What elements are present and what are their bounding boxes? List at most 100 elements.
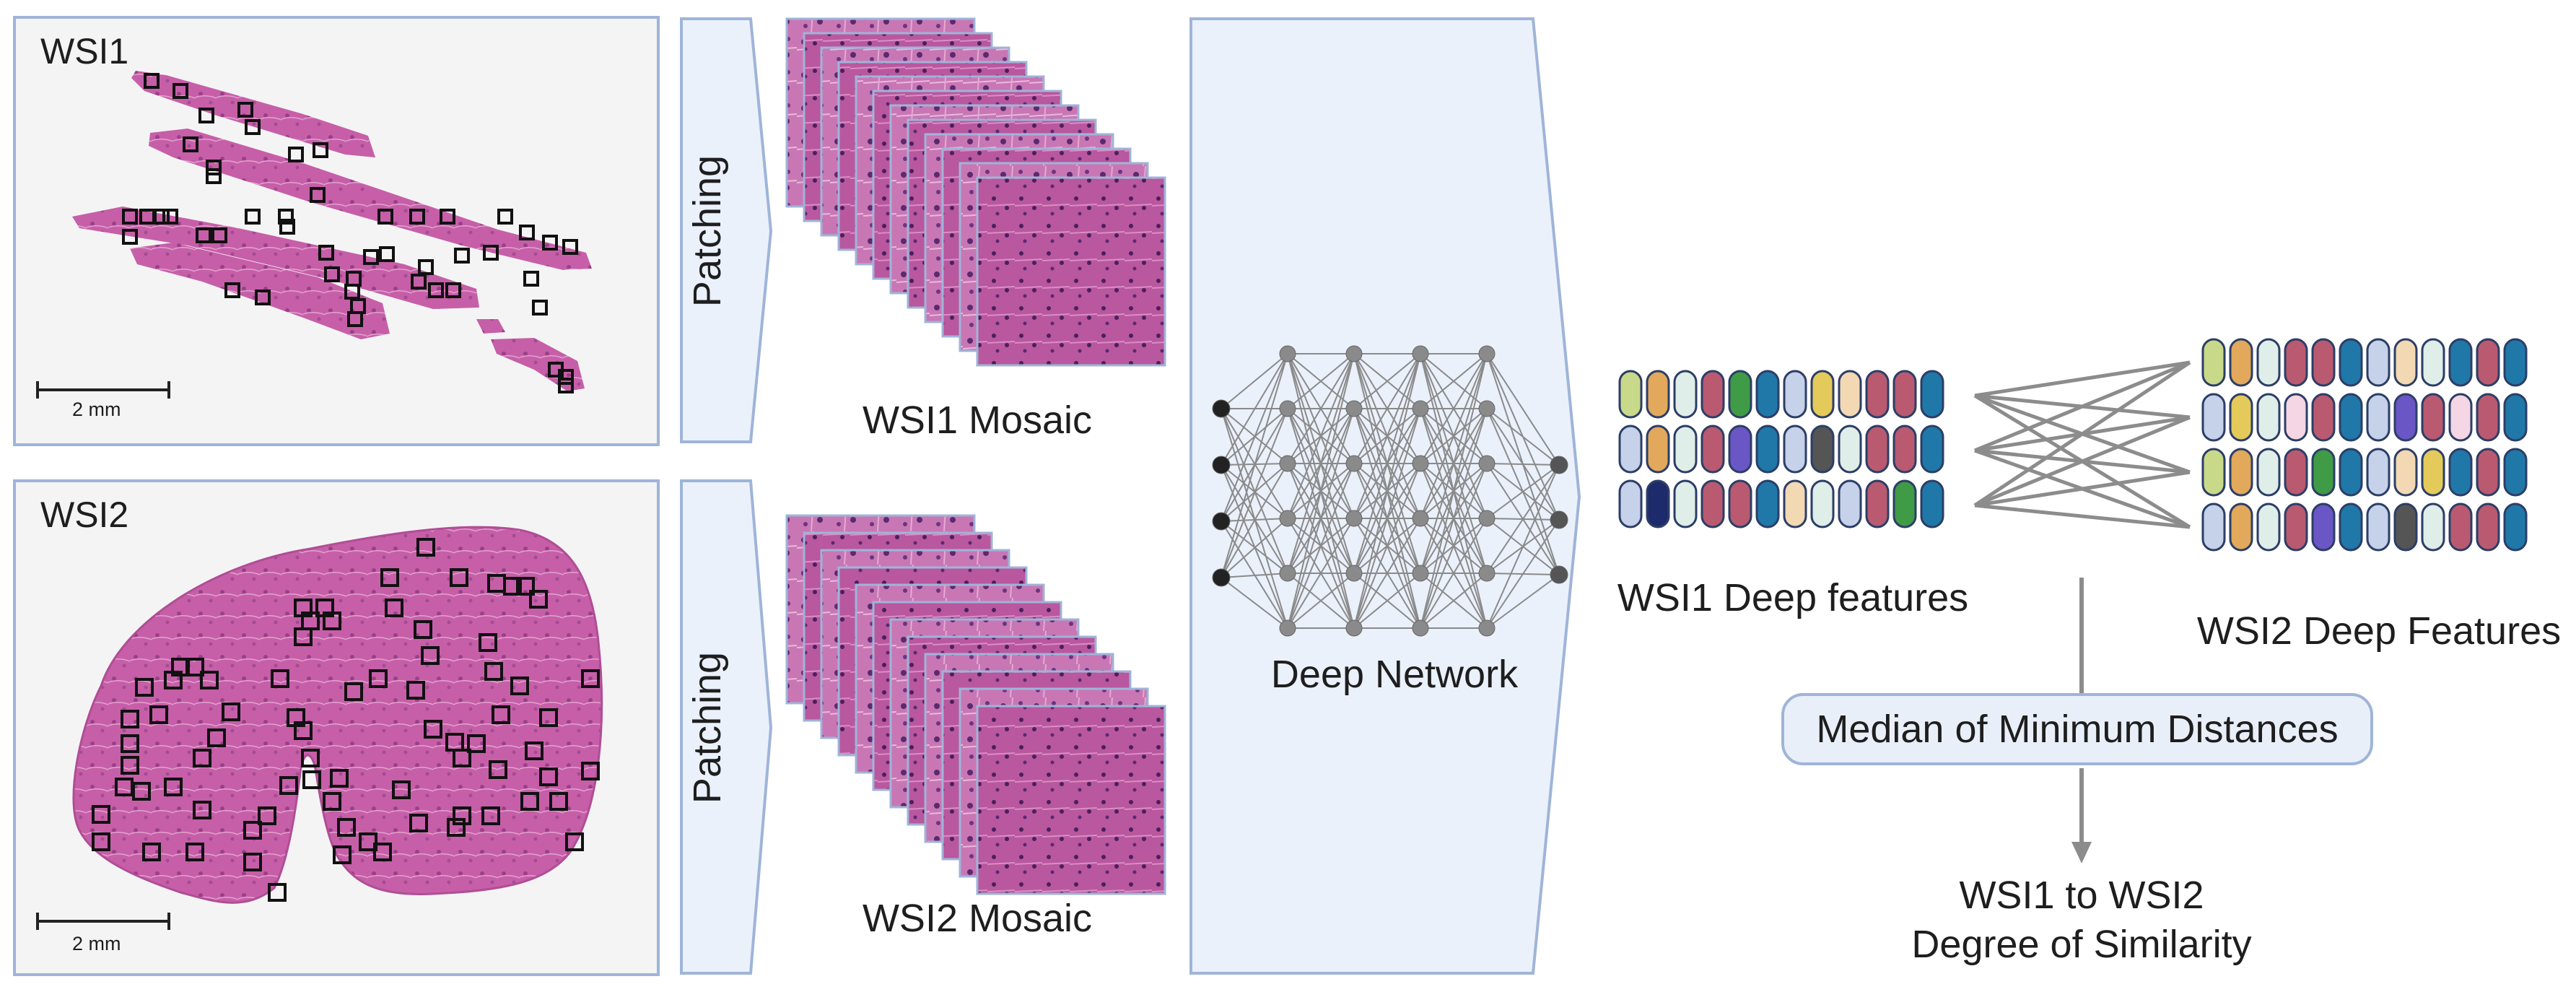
patch-marker <box>268 883 287 902</box>
patch-marker <box>302 770 321 789</box>
match-line <box>1974 470 2191 508</box>
network-edge <box>1221 353 1288 522</box>
patch-marker <box>447 818 466 837</box>
wsi1-label: WSI1 <box>40 31 128 71</box>
network-node <box>1279 455 1296 472</box>
wsi1-deep-features <box>1618 370 1944 528</box>
network-node <box>1345 400 1363 417</box>
feature-pill <box>1646 425 1670 474</box>
patch-marker <box>122 229 138 245</box>
patch-marker <box>92 832 110 851</box>
network-edge <box>1353 353 1421 409</box>
network-node <box>1478 345 1496 362</box>
wsi2-scale-label: 2 mm <box>72 933 121 954</box>
network-edge <box>1221 573 1288 578</box>
patch-marker <box>562 239 578 255</box>
network-node <box>1478 619 1496 637</box>
patching-arrow-2 <box>680 479 773 975</box>
network-node <box>1478 565 1496 582</box>
patch-marker <box>453 806 471 825</box>
feature-pill <box>2201 338 2226 387</box>
network-edge <box>1353 353 1421 574</box>
network-edge <box>1353 353 1421 519</box>
patch-marker <box>121 756 139 775</box>
network-edge <box>1287 353 1355 574</box>
feature-pill <box>1838 370 1862 419</box>
patch-marker <box>483 245 499 261</box>
wsi1-scale-label: 2 mm <box>72 399 121 420</box>
feature-pill <box>2421 448 2445 497</box>
patch-marker <box>520 792 539 811</box>
feature-pill <box>2284 393 2308 442</box>
feature-pill <box>2503 393 2528 442</box>
patch-marker <box>428 282 444 298</box>
network-node <box>1345 510 1363 527</box>
patch-marker <box>529 590 548 609</box>
feature-pill <box>1755 370 1780 419</box>
network-node <box>1412 619 1429 637</box>
feature-pill <box>2339 338 2363 387</box>
feature-pill <box>2229 393 2253 442</box>
wsi2-features-label: WSI2 Deep Features <box>2197 609 2561 653</box>
feature-pill <box>2476 502 2500 552</box>
network-node <box>1279 510 1296 527</box>
patch-marker <box>484 662 503 681</box>
feature-pill <box>1700 479 1725 528</box>
patch-marker <box>373 843 392 861</box>
network-node <box>1550 456 1568 474</box>
patch-marker <box>121 710 139 728</box>
network-edge <box>1287 353 1355 464</box>
patch-marker <box>185 658 204 676</box>
patch-marker <box>279 219 295 235</box>
patch-marker <box>324 266 340 282</box>
network-node <box>1279 619 1296 637</box>
patch-marker <box>479 633 497 652</box>
patch-marker <box>445 282 461 298</box>
patch-marker <box>144 73 160 89</box>
patch-marker <box>558 369 574 385</box>
wsi2-mosaic-label: WSI2 Mosaic <box>863 897 1092 940</box>
wsi1-patch-markers <box>122 73 578 393</box>
feature-pill <box>2476 448 2500 497</box>
patch-marker <box>503 577 522 596</box>
feature-pill <box>2503 338 2528 387</box>
patch-marker <box>323 792 341 811</box>
feature-pill <box>1838 425 1862 474</box>
patch-marker <box>224 282 240 298</box>
patch-marker <box>132 782 151 801</box>
patch-marker <box>519 225 535 240</box>
feature-pill <box>1728 425 1752 474</box>
patch-marker <box>359 832 377 851</box>
feature-pill <box>2284 448 2308 497</box>
network-edge <box>1420 353 1488 629</box>
deep-network-label: Deep Network <box>1271 653 1519 696</box>
network-edge <box>1420 518 1488 629</box>
patch-marker <box>330 769 349 788</box>
wsi1-mosaic-stack <box>785 17 1166 367</box>
patch-marker <box>135 678 154 697</box>
patch-marker <box>565 832 584 851</box>
patch-marker <box>310 187 326 203</box>
patch-marker <box>301 749 320 767</box>
feature-pill <box>1865 425 1890 474</box>
feature-pill <box>1700 370 1725 419</box>
network-node <box>1279 345 1296 362</box>
patch-marker <box>333 845 352 864</box>
patch-marker <box>245 209 261 225</box>
network-edge <box>1420 463 1488 629</box>
network-edge <box>1287 353 1355 409</box>
feature-pill <box>2421 393 2445 442</box>
network-node <box>1478 400 1496 417</box>
feature-pill <box>1892 370 1917 419</box>
patch-marker <box>581 762 600 780</box>
patch-marker <box>344 682 363 701</box>
wsi2-label: WSI2 <box>40 495 128 535</box>
network-edge <box>1287 463 1355 629</box>
network-node <box>1412 400 1429 417</box>
feature-pill <box>2229 338 2253 387</box>
feature-pill <box>1865 479 1890 528</box>
patch-marker <box>440 209 455 225</box>
feature-pill <box>2256 448 2281 497</box>
feature-pill <box>2311 338 2336 387</box>
